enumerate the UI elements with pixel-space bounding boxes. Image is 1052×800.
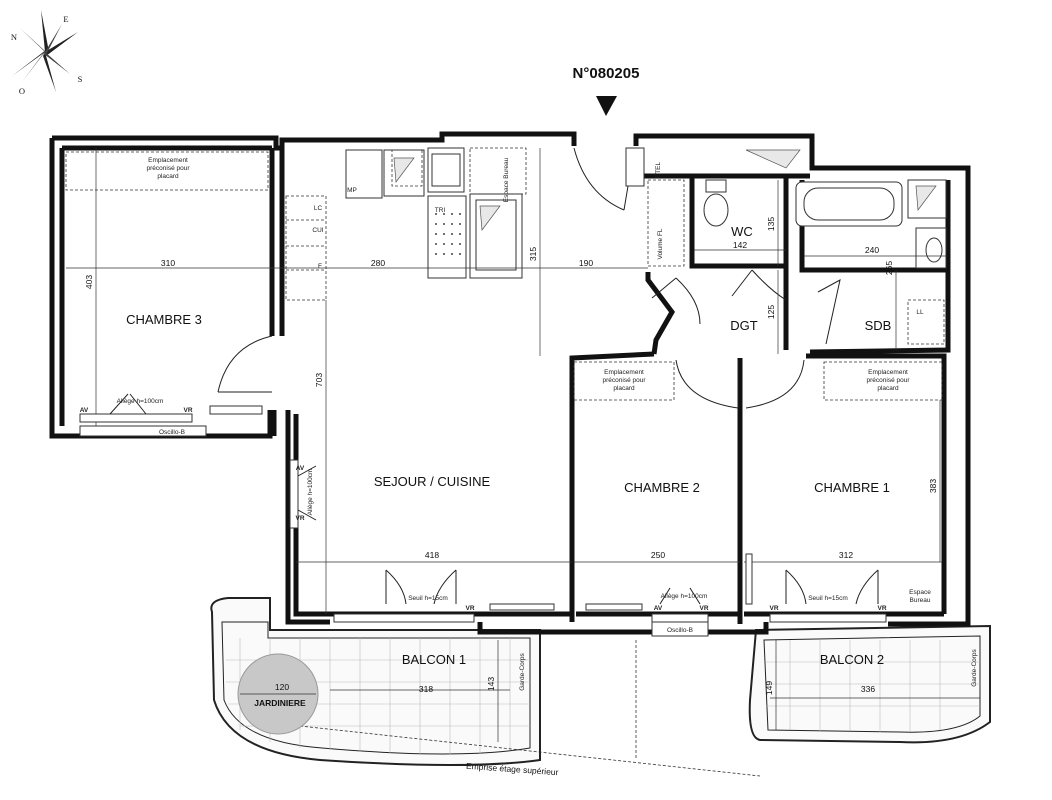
label-av-c2: AV [654,605,663,612]
room-chambre-2: CHAMBRE 2 [624,480,700,495]
placard-c3-line3: placard [157,173,179,180]
label-seuil-c1: Seuil h=15cm [808,595,848,602]
emprise-line [299,725,761,777]
label-cui: CUI [312,227,323,234]
compass-e: E [63,14,68,24]
dimension-lines [66,148,980,742]
label-espace-bureau-sejour: Espace Bureau [503,157,510,202]
label-garde-corps-b2: Garde-Corps [971,648,978,686]
label-volume-fl: Volume FL [657,228,664,259]
dim-c3-height: 403 [84,275,94,289]
room-balcon-2: BALCON 2 [820,652,884,667]
dim-c1-312: 312 [839,550,853,560]
lot-number: N°080205 [573,65,640,82]
label-vr-sejour: VR [295,515,304,522]
label-allege-c2: Allège h=100cm [661,593,708,600]
room-wc: WC [731,224,753,239]
room-balcon-1: BALCON 1 [402,652,466,667]
dim-hall-190: 190 [579,258,593,268]
placard-c2-line2: préconisé pour [603,377,647,384]
room-chambre-1: CHAMBRE 1 [814,480,890,495]
label-f: F [318,263,322,270]
dim-b2-149: 149 [764,681,774,695]
label-av-sejour: AV [296,465,305,472]
label-garde-corps-b1: Garde-Corps [519,652,526,690]
label-oscillo-c2: Oscillo-B [667,627,693,634]
room-sejour-cuisine: SEJOUR / CUISINE [374,474,491,489]
dim-kitchen-280: 280 [371,258,385,268]
label-vr-c1-right: VR [877,605,886,612]
dim-b1-120: 120 [275,682,289,692]
compass-n: N [11,32,17,42]
label-emprise: Emprise étage supérieur [466,761,559,777]
dim-c3-width: 310 [161,258,175,268]
room-chambre-3: CHAMBRE 3 [126,312,202,327]
dim-sejour-703: 703 [314,373,324,387]
entry-arrow-icon [596,96,617,116]
label-oscillo-c3: Oscillo-B [159,429,185,436]
bathroom-fixtures [391,147,947,345]
dim-wc-142: 142 [733,240,747,250]
label-etel: ETEL [655,161,662,178]
label-jardiniere: JARDINIERE [254,698,306,708]
room-sdb: SDB [865,318,892,333]
label-seuil-sejour: Seuil h=15cm [408,595,448,602]
placard-c1-line3: placard [877,385,899,392]
dim-c2-250: 250 [651,550,665,560]
label-av-c3: AV [80,407,89,414]
dim-b1-143: 143 [486,677,496,691]
dim-b2-336: 336 [861,684,875,694]
compass-rose: N E S O [11,10,83,96]
label-vr-c3: VR [183,407,192,414]
label-ll: LL [916,309,924,316]
kitchen-fixtures [285,147,527,301]
compass-o: O [19,86,25,96]
dim-sejour-418: 418 [425,550,439,560]
doors [217,147,841,409]
label-vr-sejour-bay: VR [465,605,474,612]
placard-c3-line1: Emplacement [148,157,188,164]
dim-b1-318: 318 [419,684,433,694]
windows [79,393,887,623]
room-dgt: DGT [730,318,758,333]
label-espace-bureau-c1-line2: Bureau [910,597,931,604]
label-vr-c1-left: VR [769,605,778,612]
balcony-2-area [748,624,991,744]
dim-wc-135: 135 [766,217,776,231]
dim-kitchen-315: 315 [528,247,538,261]
placard-c1-line1: Emplacement [868,369,908,376]
dim-sdb-240: 240 [865,245,879,255]
label-allege-c3: Allège h=100cm [117,398,164,405]
placard-c3-line2: préconisé pour [147,165,191,172]
label-mp: MP [347,187,357,194]
placard-c1-line2: préconisé pour [867,377,911,384]
placard-c2-line3: placard [613,385,635,392]
label-tri: TRI [435,207,446,214]
label-lc: LC [314,205,323,212]
dim-sdb-265: 265 [884,261,894,275]
label-espace-bureau-c1-line1: Espace [909,589,931,596]
dim-c1-383: 383 [928,479,938,493]
compass-s: S [78,74,83,84]
label-vr-c2: VR [699,605,708,612]
dim-dgt-125: 125 [766,305,776,319]
label-allege-sejour: Allège h=100cm [307,469,314,516]
placard-c2-line1: Emplacement [604,369,644,376]
